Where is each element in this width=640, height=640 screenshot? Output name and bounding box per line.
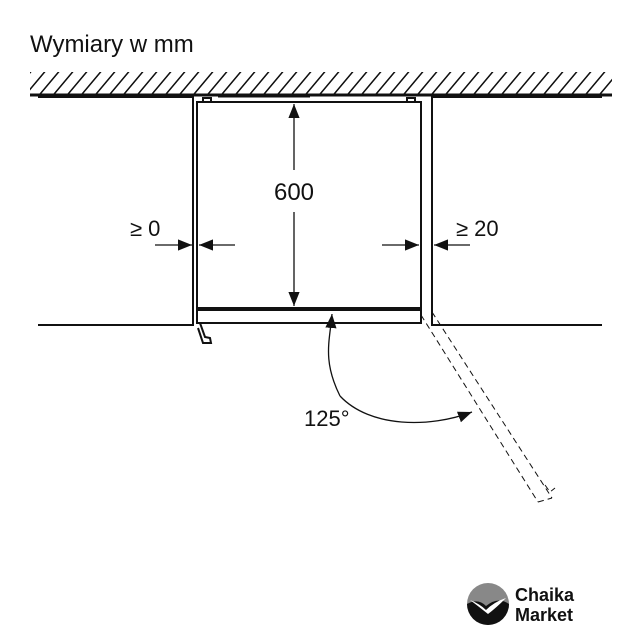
door-angle-label: 125° [304,406,350,431]
door-open-outline [420,311,556,503]
left-gap-label: ≥ 0 [130,216,160,241]
appliance-body [196,96,422,309]
logo-line1: Chaika [515,585,575,605]
right-cabinet [431,96,602,326]
wall-hatch [30,72,612,97]
logo-line2: Market [515,605,573,625]
door-angle-arc-lower [339,395,473,424]
right-gap-label: ≥ 20 [456,216,499,241]
left-cabinet [38,96,194,326]
depth-label: 600 [274,179,314,206]
appliance-door [196,309,422,344]
diagram-title: Wymiary w mm [30,31,194,58]
door-angle-arc [325,313,341,397]
chaika-market-logo: Chaika Market [467,583,575,625]
